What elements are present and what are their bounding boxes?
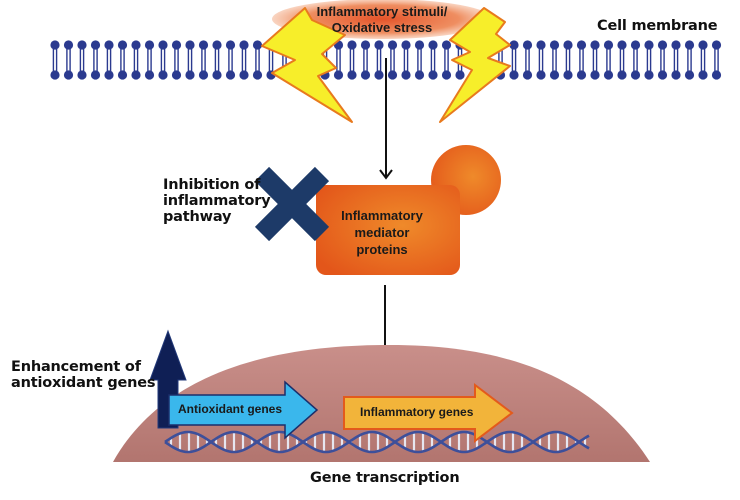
lipid [333,40,344,80]
dna-strand [164,430,590,454]
inhibition-label: Inhibition of inflammatory pathway [163,177,271,226]
lipid [77,40,87,80]
lipid [603,40,614,80]
lipid [374,40,384,80]
lipid [617,40,627,80]
lipid [684,40,695,80]
lipid [387,40,398,80]
dna-helix-icon [164,430,590,454]
enhancement-line-2: antioxidant genes [11,375,156,392]
enhancement-label: Enhancement of antioxidant genes [11,359,156,392]
lipid [536,40,546,80]
lipid [212,40,222,80]
cell-membrane-label: Cell membrane [597,18,718,34]
stimulus-label: Inflammatory stimuli/ Oxidative stress [300,4,464,36]
inhibition-line-1: Inhibition of [163,177,261,193]
lipid [711,40,722,80]
lipid [63,40,74,80]
lipid [549,40,560,80]
lipid [630,40,641,80]
lipid [590,40,600,80]
stimulus-line-2: Oxidative stress [331,20,433,35]
lipid [104,40,114,80]
mediator-label: Inflammatory mediator proteins [320,207,444,258]
dna-strand [164,430,590,454]
lipid [657,40,668,80]
lipid [360,40,371,80]
mediator-line-1: Inflammatory [341,208,423,223]
antioxidant-genes-label: Antioxidant genes [178,402,283,416]
lipid [158,40,168,80]
mediator-protein [316,145,501,275]
lipid [185,40,195,80]
lipid [50,40,60,80]
lipid [252,40,263,80]
lipid [144,40,155,80]
mediator-line-3: proteins [356,242,408,257]
lipid [401,40,411,80]
inflammatory-genes-label: Inflammatory genes [360,405,474,419]
lipid [644,40,654,80]
lipid [171,40,182,80]
inhibition-line-2: inflammatory [163,193,271,210]
inflammatory-genes-arrow [343,382,514,444]
mediator-line-2: mediator [354,225,410,240]
lipid [698,40,708,80]
lipid [225,40,236,80]
gene-transcription-label: Gene transcription [310,470,460,486]
lipid [428,40,438,80]
lipid [117,40,128,80]
antioxidant-genes-arrow [168,380,319,440]
enhancement-line-1: Enhancement of [11,359,141,375]
lipid [509,40,519,80]
lipid [90,40,101,80]
lightning-bolt-icon [439,7,511,123]
lipid [576,40,587,80]
x-cross-icon [254,166,330,242]
lipid [347,40,357,80]
stimulus-line-1: Inflammatory stimuli/ [316,4,448,19]
lipid [522,40,533,80]
lipid [239,40,249,80]
inhibition-line-3: pathway [163,209,232,226]
lipid [563,40,573,80]
lipid [441,40,452,80]
lipid [414,40,425,80]
arrow-to-mediator [379,58,393,180]
lipid [198,40,209,80]
lipid [131,40,141,80]
lipid [671,40,681,80]
lightning-bolt-icon [261,7,353,123]
